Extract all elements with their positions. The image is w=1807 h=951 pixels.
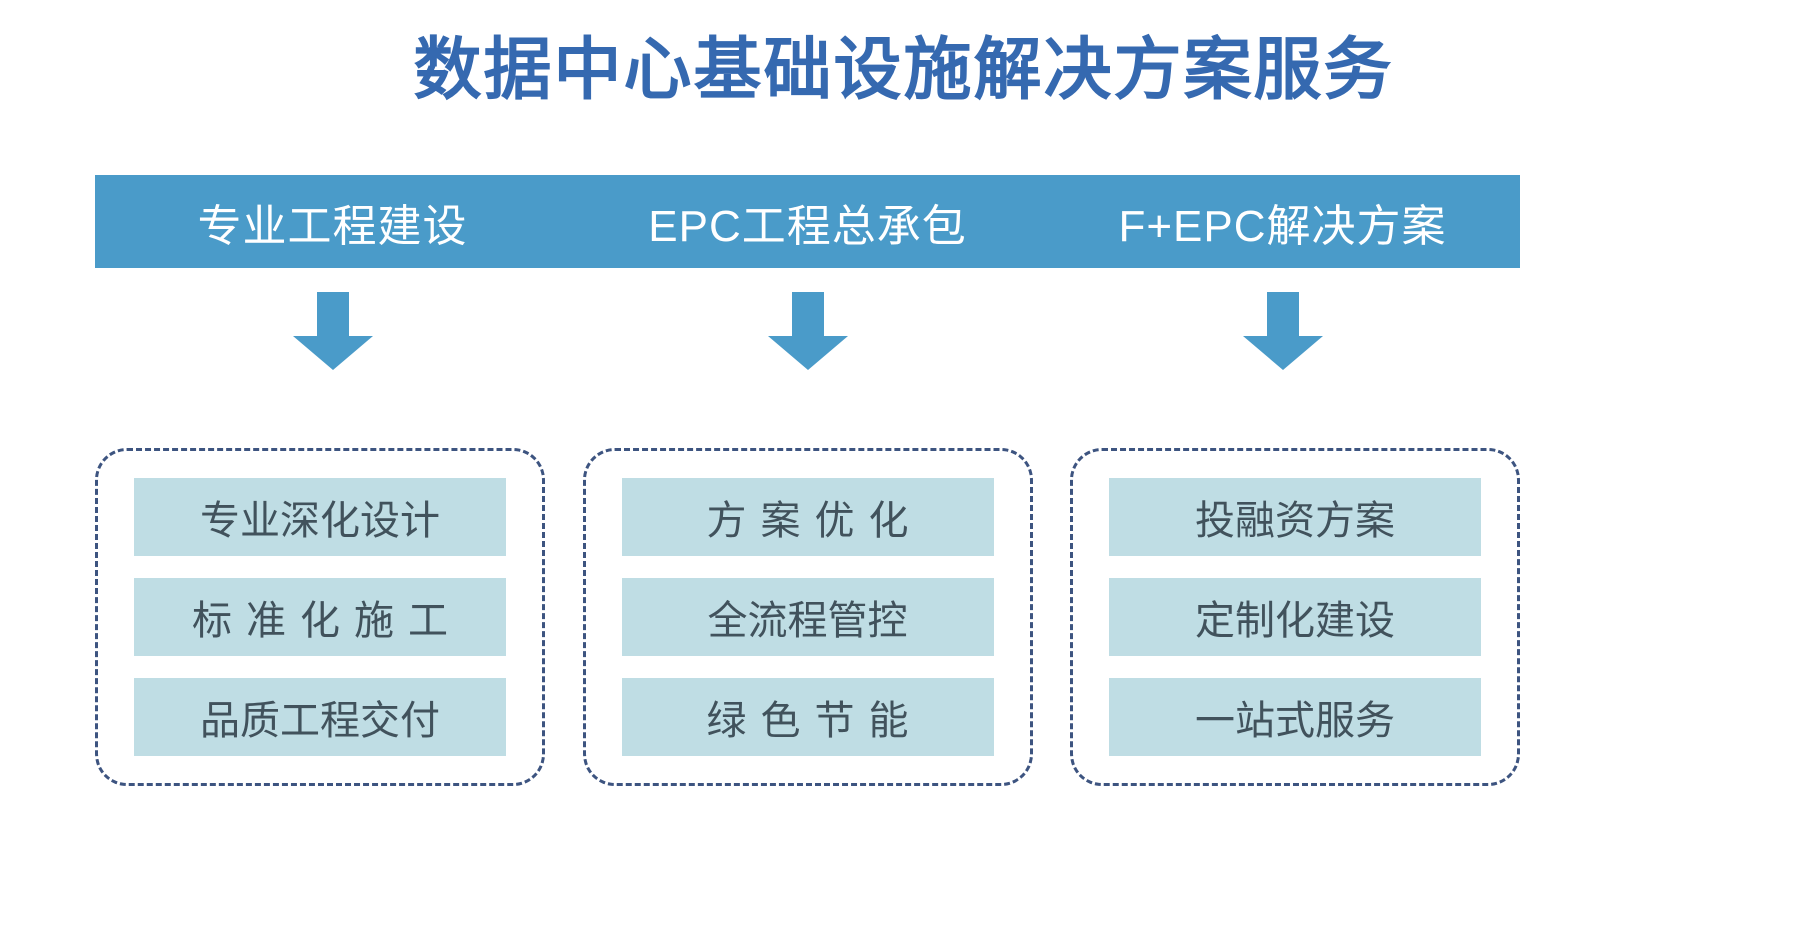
arrow-down-icon (292, 292, 373, 370)
arrow-cell-2 (1045, 292, 1520, 374)
arrow-cell-1 (570, 292, 1045, 374)
item-bar[interactable]: 投融资方案 (1109, 478, 1481, 556)
header-cell-0[interactable]: 专业工程建设 (197, 201, 468, 251)
item-bar[interactable]: 品质工程交付 (134, 678, 506, 756)
arrow-cell-0 (95, 292, 570, 374)
item-bar[interactable]: 标准化施工 (134, 578, 506, 656)
page-title: 数据中心基础设施解决方案服务 (413, 32, 1394, 108)
arrow-row (95, 292, 1520, 374)
column-box-0: 专业深化设计 标准化施工 品质工程交付 (95, 448, 545, 786)
item-list-1: 方案优化 全流程管控 绿色节能 (586, 478, 1030, 756)
column-box-2: 投融资方案 定制化建设 一站式服务 (1070, 448, 1520, 786)
item-bar[interactable]: 绿色节能 (621, 678, 994, 756)
item-bar[interactable]: 方案优化 (621, 478, 994, 556)
item-bar[interactable]: 专业深化设计 (134, 478, 506, 556)
item-bar[interactable]: 全流程管控 (621, 578, 994, 656)
column-box-1: 方案优化 全流程管控 绿色节能 (582, 448, 1033, 786)
arrow-down-icon (767, 292, 848, 370)
header-band: 专业工程建设 EPC工程总承包 F+EPC解决方案 (95, 175, 1520, 268)
arrow-down-icon (1242, 292, 1323, 370)
header-cell-1[interactable]: EPC工程总承包 (648, 201, 967, 251)
item-list-0: 专业深化设计 标准化施工 品质工程交付 (98, 478, 542, 756)
item-bar[interactable]: 一站式服务 (1109, 678, 1481, 756)
columns-container: 专业深化设计 标准化施工 品质工程交付 方案优化 全流程管控 绿色节能 投融资方… (95, 448, 1520, 786)
item-bar[interactable]: 定制化建设 (1109, 578, 1481, 656)
header-cell-2[interactable]: F+EPC解决方案 (1118, 201, 1447, 251)
item-list-2: 投融资方案 定制化建设 一站式服务 (1073, 478, 1517, 756)
